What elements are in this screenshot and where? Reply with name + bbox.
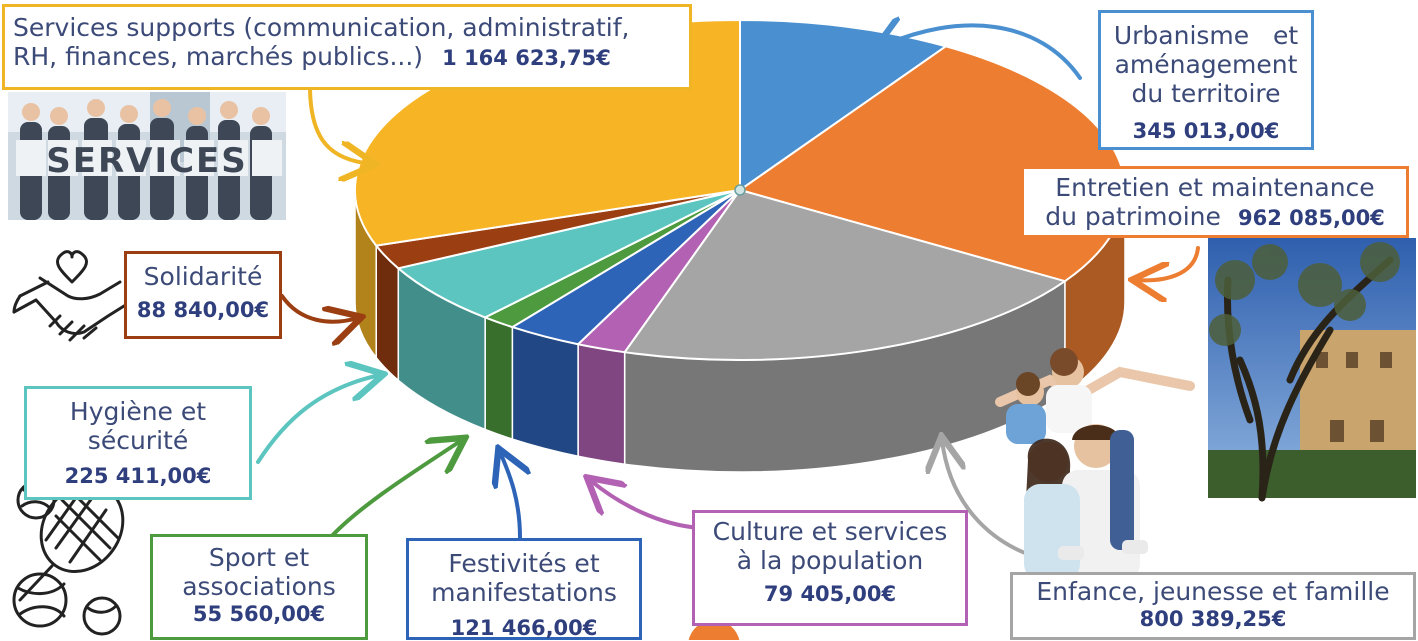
label-services: Services supports (communication, admini… bbox=[2, 4, 692, 90]
sports-equipment-icon bbox=[12, 480, 125, 636]
label-sport-amount: 55 560,00€ bbox=[192, 602, 326, 626]
label-sport-line1: Sport et bbox=[208, 543, 310, 572]
heritage-building-photo bbox=[1208, 238, 1416, 502]
pie-sides bbox=[354, 189, 1126, 473]
label-services-line1: Services supports (communication, admini… bbox=[13, 13, 630, 42]
arrow-enfance bbox=[942, 440, 1032, 557]
arrow-culture bbox=[590, 480, 702, 530]
arrow-urbanisme bbox=[878, 25, 1082, 80]
label-festivites: Festivités et manifestations 121 466,00€ bbox=[406, 538, 642, 640]
label-hygiene-line1: Hygiène et bbox=[69, 397, 207, 426]
label-urbanisme-line1: Urbanisme et bbox=[1113, 21, 1299, 50]
pie-slice-side-3 bbox=[577, 343, 626, 466]
pie-slice-2 bbox=[622, 188, 1068, 361]
label-urbanisme-line2: aménagement bbox=[1114, 50, 1298, 79]
label-entretien: Entretien et maintenance du patrimoine 9… bbox=[1021, 166, 1409, 238]
label-hygiene-line2: sécurité bbox=[87, 426, 189, 455]
pie-slice-0 bbox=[739, 18, 949, 192]
label-services-amount: 1 164 623,75€ bbox=[442, 46, 611, 70]
pie-slice-6 bbox=[396, 189, 741, 319]
services-team-photo bbox=[8, 92, 286, 220]
label-services-line2: RH, finances, marchés publics...) bbox=[13, 42, 424, 71]
label-entretien-line1: Entretien et maintenance bbox=[1055, 173, 1375, 202]
label-urbanisme: Urbanisme et aménagement du territoire 3… bbox=[1098, 10, 1314, 150]
family-photo bbox=[995, 348, 1195, 580]
arrow-sport bbox=[328, 440, 462, 540]
arrow-solidarite bbox=[280, 294, 358, 322]
label-solidarite-line1: Solidarité bbox=[143, 262, 263, 291]
label-enfance: Enfance, jeunesse et famille 800 389,25€ bbox=[1010, 572, 1416, 640]
label-urbanisme-line3: du territoire bbox=[1131, 79, 1281, 108]
label-festivites-amount: 121 466,00€ bbox=[450, 616, 598, 640]
label-entretien-line2: du patrimoine bbox=[1045, 202, 1221, 231]
label-sport-line2: associations bbox=[182, 572, 336, 601]
label-festivites-line2: manifestations bbox=[431, 578, 617, 607]
services-photo-sign: SERVICES bbox=[46, 141, 248, 181]
arrow-entretien bbox=[1136, 246, 1200, 280]
label-culture-line1: Culture et services bbox=[712, 517, 948, 546]
label-enfance-amount: 800 389,25€ bbox=[1139, 607, 1287, 631]
label-solidarite-amount: 88 840,00€ bbox=[136, 298, 270, 322]
pie-center-dot bbox=[734, 184, 746, 196]
label-sport: Sport et associations 55 560,00€ bbox=[150, 534, 368, 640]
label-culture-amount: 79 405,00€ bbox=[763, 582, 897, 606]
label-entretien-amount: 962 085,00€ bbox=[1238, 206, 1385, 230]
label-culture-line2: à la population bbox=[736, 546, 924, 575]
label-hygiene-amount: 225 411,00€ bbox=[64, 464, 212, 488]
label-festivites-line1: Festivités et bbox=[448, 549, 600, 578]
arrow-services bbox=[308, 84, 372, 164]
pie-slice-side-5 bbox=[484, 316, 514, 441]
arrow-festivites bbox=[500, 452, 520, 540]
pie-slice-side-4 bbox=[511, 326, 579, 458]
label-solidarite: Solidarité 88 840,00€ bbox=[124, 251, 282, 339]
arrows bbox=[256, 25, 1200, 557]
label-hygiene: Hygiène et sécurité 225 411,00€ bbox=[24, 386, 252, 500]
arrow-hygiene bbox=[256, 375, 380, 464]
heart-handshake-icon bbox=[12, 250, 126, 342]
label-culture: Culture et services à la population 79 4… bbox=[692, 510, 968, 626]
label-enfance-line1: Enfance, jeunesse et famille bbox=[1036, 577, 1390, 606]
label-urbanisme-amount: 345 013,00€ bbox=[1132, 119, 1280, 143]
